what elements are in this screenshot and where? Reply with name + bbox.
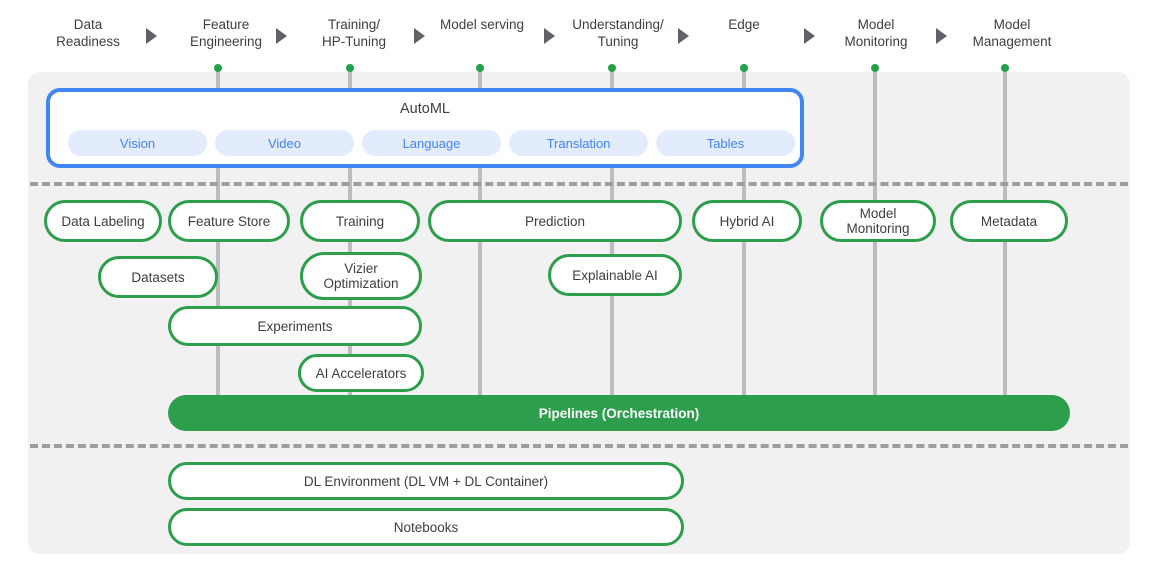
- service-pill-prediction[interactable]: Prediction: [428, 200, 682, 242]
- service-pill-data-labeling[interactable]: Data Labeling: [44, 200, 162, 242]
- phase-label-1: Feature Engineering: [189, 17, 263, 49]
- phase-rail-4: [742, 70, 746, 415]
- service-pill-metadata[interactable]: Metadata: [950, 200, 1068, 242]
- phase-label-5: Edge: [728, 17, 760, 32]
- pill-label: Hybrid AI: [719, 213, 775, 229]
- service-pill-model-monitoring[interactable]: Model Monitoring: [820, 200, 936, 242]
- phase-arrow-icon-1: [276, 28, 287, 44]
- service-pill-explainable-ai[interactable]: Explainable AI: [548, 254, 682, 296]
- pill-label: Vizier Optimization: [323, 261, 399, 291]
- pill-label: Notebooks: [393, 519, 459, 535]
- phase-rail-dot-1: [346, 64, 354, 72]
- phase-arrow-icon-4: [678, 28, 689, 44]
- automl-pill-language[interactable]: Language: [362, 130, 501, 156]
- phase-header-strip: Data Readiness Feature Engineering Trainin…: [0, 0, 1158, 68]
- automl-pill-label: Language: [402, 135, 461, 151]
- dashed-divider-0: [30, 182, 1128, 186]
- phase-label-4: Understanding/ Tuning: [572, 17, 664, 49]
- phase-label-2: Training/ HP-Tuning: [321, 17, 387, 49]
- pill-label: Data Labeling: [61, 213, 145, 229]
- automl-pill-label: Vision: [119, 135, 156, 151]
- environment-pill-notebooks[interactable]: Notebooks: [168, 508, 684, 546]
- pill-label: Feature Store: [187, 213, 271, 229]
- pill-label: DL Environment (DL VM + DL Container): [303, 473, 549, 489]
- phase-rail-dot-6: [1001, 64, 1009, 72]
- phase-label-7: Model Management: [972, 17, 1052, 49]
- dashed-divider-1: [30, 444, 1128, 448]
- phase-rail-dot-4: [740, 64, 748, 72]
- phase-rail-5: [873, 70, 877, 415]
- phase-rail-dot-3: [608, 64, 616, 72]
- pill-label: Explainable AI: [572, 267, 658, 283]
- phase-label-0: Data Readiness: [56, 17, 120, 49]
- phase-rail-dot-0: [214, 64, 222, 72]
- service-pill-vizier-optimization[interactable]: Vizier Optimization: [300, 252, 422, 300]
- service-pill-feature-store[interactable]: Feature Store: [168, 200, 290, 242]
- pipelines-orchestration-bar[interactable]: Pipelines (Orchestration): [168, 395, 1070, 431]
- automl-pill-tables[interactable]: Tables: [656, 130, 795, 156]
- automl-title: AutoML: [400, 101, 450, 117]
- phase-label-3: Model serving: [439, 17, 525, 32]
- phase-rail-2: [478, 70, 482, 415]
- automl-pill-video[interactable]: Video: [215, 130, 354, 156]
- service-pill-training[interactable]: Training: [300, 200, 420, 242]
- automl-pill-label: Tables: [706, 135, 745, 151]
- phase-rail-dot-2: [476, 64, 484, 72]
- phase-rail-1: [348, 70, 352, 415]
- pill-label: Training: [335, 213, 385, 229]
- service-pill-datasets[interactable]: Datasets: [98, 256, 218, 298]
- pill-label: Prediction: [524, 213, 586, 229]
- automl-pill-translation[interactable]: Translation: [509, 130, 648, 156]
- phase-arrow-icon-6: [936, 28, 947, 44]
- service-pill-experiments[interactable]: Experiments: [168, 306, 422, 346]
- automl-pill-vision[interactable]: Vision: [68, 130, 207, 156]
- service-pill-hybrid-ai[interactable]: Hybrid AI: [692, 200, 802, 242]
- pill-label: Metadata: [980, 213, 1038, 229]
- automl-group: AutoML Vision Video Language Translation Tab…: [46, 88, 804, 168]
- phase-label-6: Model Monitoring: [844, 17, 908, 49]
- phase-arrow-icon-5: [804, 28, 815, 44]
- phase-arrow-icon-3: [544, 28, 555, 44]
- automl-pill-label: Translation: [546, 135, 611, 151]
- phase-rail-0: [216, 70, 220, 415]
- phase-arrow-icon-0: [146, 28, 157, 44]
- automl-pill-label: Video: [267, 135, 301, 151]
- pill-label: AI Accelerators: [315, 365, 407, 381]
- phase-rail-6: [1003, 70, 1007, 415]
- environment-pill-dl-environment-dl-vm-dl-container[interactable]: DL Environment (DL VM + DL Container): [168, 462, 684, 500]
- pill-label: Datasets: [131, 269, 185, 285]
- pill-label: Model Monitoring: [846, 206, 910, 236]
- pill-label: Experiments: [257, 318, 333, 334]
- service-pill-ai-accelerators[interactable]: AI Accelerators: [298, 354, 424, 392]
- phase-arrow-icon-2: [414, 28, 425, 44]
- phase-rail-3: [610, 70, 614, 415]
- phase-rail-dot-5: [871, 64, 879, 72]
- pipelines-label: Pipelines (Orchestration): [538, 405, 700, 421]
